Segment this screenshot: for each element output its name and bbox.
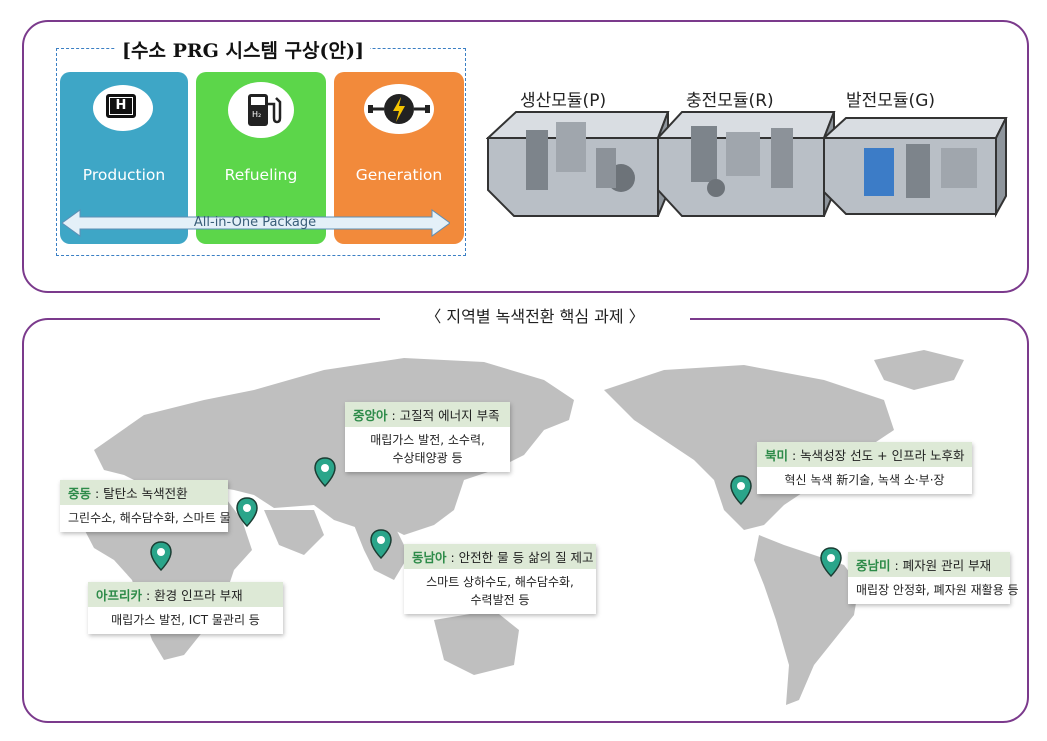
latin-america-callout: 중남미 : 폐자원 관리 부재 매립장 안정화, 폐자원 재활용 등 (848, 552, 1019, 604)
southeast-asia-callout: 동남아 : 안전한 물 등 삶의 질 제고 스마트 상하수도, 해수담수화, 수력… (404, 544, 596, 614)
north-america-region: 북미 (765, 448, 789, 463)
arabia-landmass (264, 510, 324, 555)
middle-east-callout: 중동 : 탈탄소 녹색전환 그린수소, 해수담수화, 스마트 물 (60, 480, 231, 532)
central-asia-line-2: 수상태양광 등 (392, 451, 463, 465)
central-asia-region: 중앙아 (353, 408, 388, 423)
southeast-asia-line-2: 수력발전 등 (470, 593, 530, 607)
africa-location-pin-icon (150, 541, 172, 571)
latin-america-region: 중남미 (856, 558, 891, 573)
southeast-asia-topic: : 안전한 물 등 삶의 질 제고 (446, 550, 594, 565)
southeast-asia-location-pin-icon (370, 529, 392, 559)
power-plug-lightning-icon (364, 84, 434, 134)
north-america-line-1: 혁신 녹색 新기술, 녹색 소·부·장 (784, 473, 945, 487)
production-label: Production (82, 166, 166, 184)
hydrogen-h-icon: H (93, 85, 153, 131)
h-letter: H (110, 98, 132, 114)
southeast-asia-region: 동남아 (412, 550, 447, 565)
central-asia-location-pin-icon (314, 457, 336, 487)
production-card: H Production (60, 72, 188, 244)
fuel-pump-h2-icon: H₂ (228, 82, 294, 138)
australia-landmass (434, 610, 519, 675)
generation-label: Generation (355, 166, 443, 184)
southeast-asia-line-1: 스마트 상하수도, 해수담수화, (426, 575, 574, 589)
refueling-label: Refueling (224, 166, 298, 184)
middle-east-region: 중동 (68, 486, 92, 501)
south-america-landmass (754, 535, 859, 705)
north-america-callout: 북미 : 녹색성장 선도 + 인프라 노후화 혁신 녹색 新기술, 녹색 소·부… (757, 442, 972, 494)
africa-topic: : 환경 인프라 부재 (142, 588, 243, 603)
central-asia-topic: : 고질적 에너지 부족 (387, 408, 500, 423)
all-in-one-arrow (62, 209, 450, 237)
central-asia-callout: 중앙아 : 고질적 에너지 부족 매립가스 발전, 소수력, 수상태양광 등 (345, 402, 510, 472)
refueling-module-label: 충전모듈(R) (686, 91, 774, 111)
africa-callout: 아프리카 : 환경 인프라 부재 매립가스 발전, ICT 물관리 등 (88, 582, 283, 634)
north-america-landmass (604, 365, 894, 530)
production-module-label: 생산모듈(P) (520, 91, 607, 111)
greenland-landmass (874, 350, 964, 390)
middle-east-line-1: 그린수소, 해수담수화, 스마트 물 (68, 511, 231, 525)
latin-america-location-pin-icon (820, 547, 842, 577)
north-america-topic: : 녹색성장 선도 + 인프라 노후화 (788, 448, 965, 463)
module-containers-illustration (486, 111, 1008, 218)
all-in-one-package-label: All-in-One Package (193, 215, 317, 230)
generation-card: Generation (334, 72, 464, 244)
middle-east-location-pin-icon (236, 497, 258, 527)
h2-label: H₂ (252, 110, 262, 119)
africa-line-1: 매립가스 발전, ICT 물관리 등 (111, 613, 260, 627)
production-module-container (486, 111, 670, 217)
prg-system-title: [수소 PRG 시스템 구상(안)] (116, 36, 370, 63)
refueling-card: H₂ Refueling (196, 72, 326, 244)
central-asia-line-1: 매립가스 발전, 소수력, (370, 433, 485, 447)
generation-module-container (821, 117, 1008, 218)
latin-america-line-1: 매립장 안정화, 폐자원 재활용 등 (856, 583, 1019, 597)
generation-module-label: 발전모듈(G) (846, 91, 935, 111)
refueling-module-container (655, 111, 836, 217)
africa-region: 아프리카 (96, 588, 143, 603)
regional-tasks-title: 〈 지역별 녹색전환 핵심 과제 〉 (380, 303, 690, 327)
latin-america-topic: : 폐자원 관리 부재 (890, 558, 992, 573)
north-america-location-pin-icon (730, 475, 752, 505)
middle-east-topic: : 탈탄소 녹색전환 (91, 486, 188, 501)
